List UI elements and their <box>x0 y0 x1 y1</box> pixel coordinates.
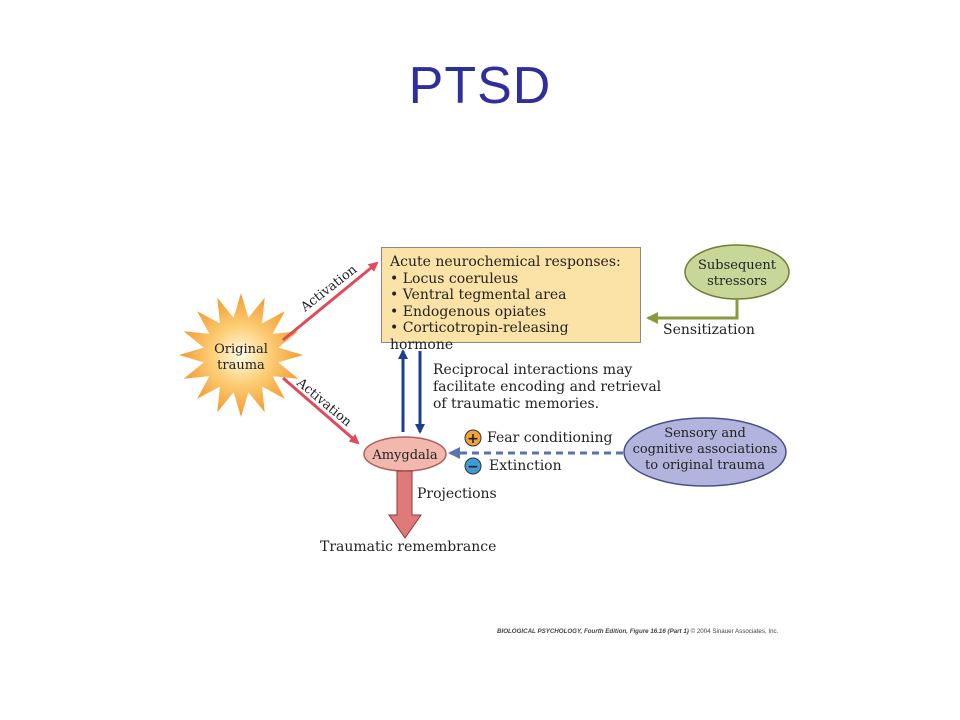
projections-label: Projections <box>417 486 497 502</box>
page-title: PTSD <box>408 57 552 115</box>
projections-arrow <box>388 470 422 539</box>
trauma-starburst <box>179 293 303 417</box>
reciprocal-line-3: of traumatic memories. <box>433 396 600 412</box>
sensitization-label: Sensitization <box>663 322 755 338</box>
reciprocal-line-2: facilitate encoding and retrieval <box>433 379 662 395</box>
stressors-label-2: stressors <box>707 274 767 289</box>
figure-credit: BIOLOGICAL PSYCHOLOGY, Fourth Edition, F… <box>497 628 778 635</box>
acute-item-locus: Locus coeruleus <box>390 271 632 288</box>
amygdala-label: Amygdala <box>371 448 438 463</box>
acute-item-crh: Corticotropin-releasing hormone <box>390 320 632 353</box>
plus-badge <box>464 429 482 447</box>
acute-responses-box: Acute neurochemical responses: Locus coe… <box>381 247 641 353</box>
sensitization-arrow <box>646 299 739 324</box>
acute-responses-heading: Acute neurochemical responses: <box>390 254 621 270</box>
minus-sign: − <box>467 459 479 475</box>
activation-arrow-bottom <box>282 376 360 445</box>
minus-badge <box>464 457 482 475</box>
sensory-label-2: cognitive associations <box>633 442 778 457</box>
credit-copyright: © 2004 Sinauer Associates, Inc. <box>690 628 779 635</box>
trauma-label-2: trauma <box>217 358 265 373</box>
activation-label-bottom: Activation <box>293 375 355 430</box>
trauma-label-1: Original <box>214 342 268 357</box>
activation-label-top: Activation <box>297 262 360 316</box>
credit-book: BIOLOGICAL PSYCHOLOGY, Fourth Edition, F… <box>497 628 689 635</box>
sensory-label-3: to original trauma <box>645 458 765 473</box>
plus-sign: + <box>467 431 479 447</box>
sensory-ellipse <box>623 417 787 487</box>
sensory-label-1: Sensory and <box>664 426 746 441</box>
reciprocal-line-1: Reciprocal interactions may <box>433 362 633 378</box>
extinction-label: Extinction <box>489 458 562 474</box>
acute-item-opiates: Endogenous opiates <box>390 304 632 321</box>
traumatic-remembrance-label: Traumatic remembrance <box>320 539 497 555</box>
activation-arrow-top <box>282 261 379 342</box>
reciprocal-label: Reciprocal interactions may facilitate e… <box>433 362 661 413</box>
acute-item-ventral: Ventral tegmental area <box>390 287 632 304</box>
stressors-label-1: Subsequent <box>698 258 777 273</box>
fear-conditioning-label: Fear conditioning <box>487 430 613 446</box>
